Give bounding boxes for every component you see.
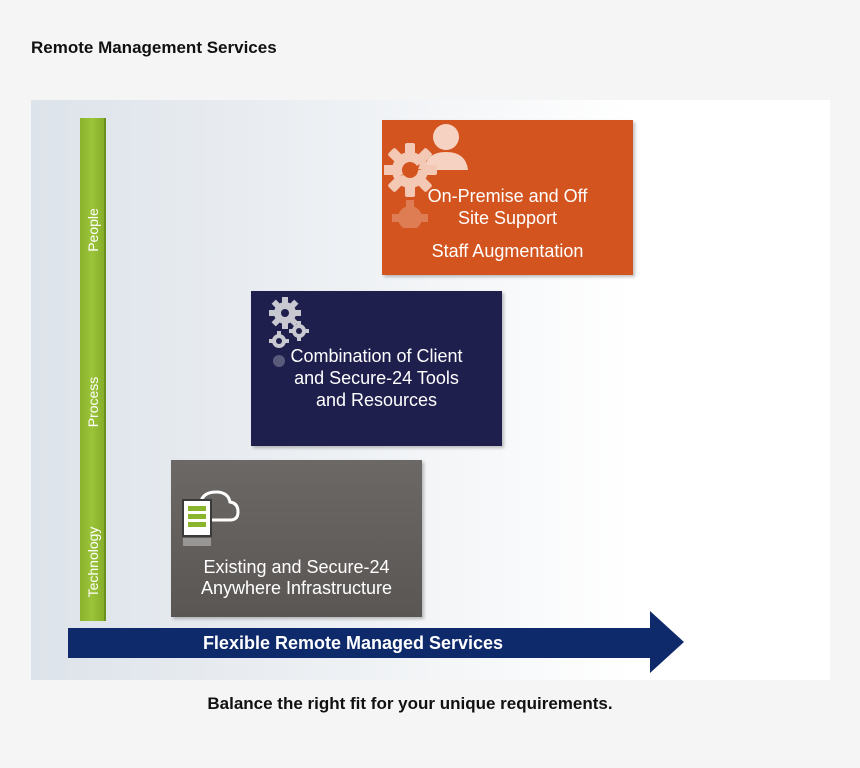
technology-text-line-1: Existing and Secure-24 — [203, 557, 390, 577]
services-arrow — [68, 611, 684, 673]
arrow-label: Flexible Remote Managed Services — [202, 633, 504, 653]
page-title: Remote Management Services — [31, 38, 277, 57]
server-cloud-icon — [182, 490, 240, 546]
tagline: Balance the right fit for your unique re… — [207, 694, 613, 713]
axis-label-technology: Technology — [85, 526, 101, 598]
gears-icon — [269, 297, 309, 367]
process-text-line-3: and Resources — [315, 390, 438, 410]
axis-label-process: Process — [85, 376, 101, 428]
people-box: On-Premise and Off Site Support Staff Au… — [382, 120, 633, 275]
gear-person-icon — [384, 124, 468, 228]
process-text-line-1: Combination of Client — [290, 346, 463, 366]
people-text-line-2: Site Support — [457, 208, 558, 228]
people-text-line-1: On-Premise and Off — [427, 186, 588, 206]
process-box: Combination of Client and Secure-24 Tool… — [251, 291, 502, 446]
capability-axis-bar — [80, 118, 106, 621]
technology-box: Existing and Secure-24 Anywhere Infrastr… — [171, 460, 422, 617]
axis-label-people: People — [85, 208, 101, 252]
process-text-line-2: and Secure-24 Tools — [294, 368, 459, 388]
people-text-line-3: Staff Augmentation — [431, 241, 584, 261]
technology-text-line-2: Anywhere Infrastructure — [200, 578, 393, 598]
